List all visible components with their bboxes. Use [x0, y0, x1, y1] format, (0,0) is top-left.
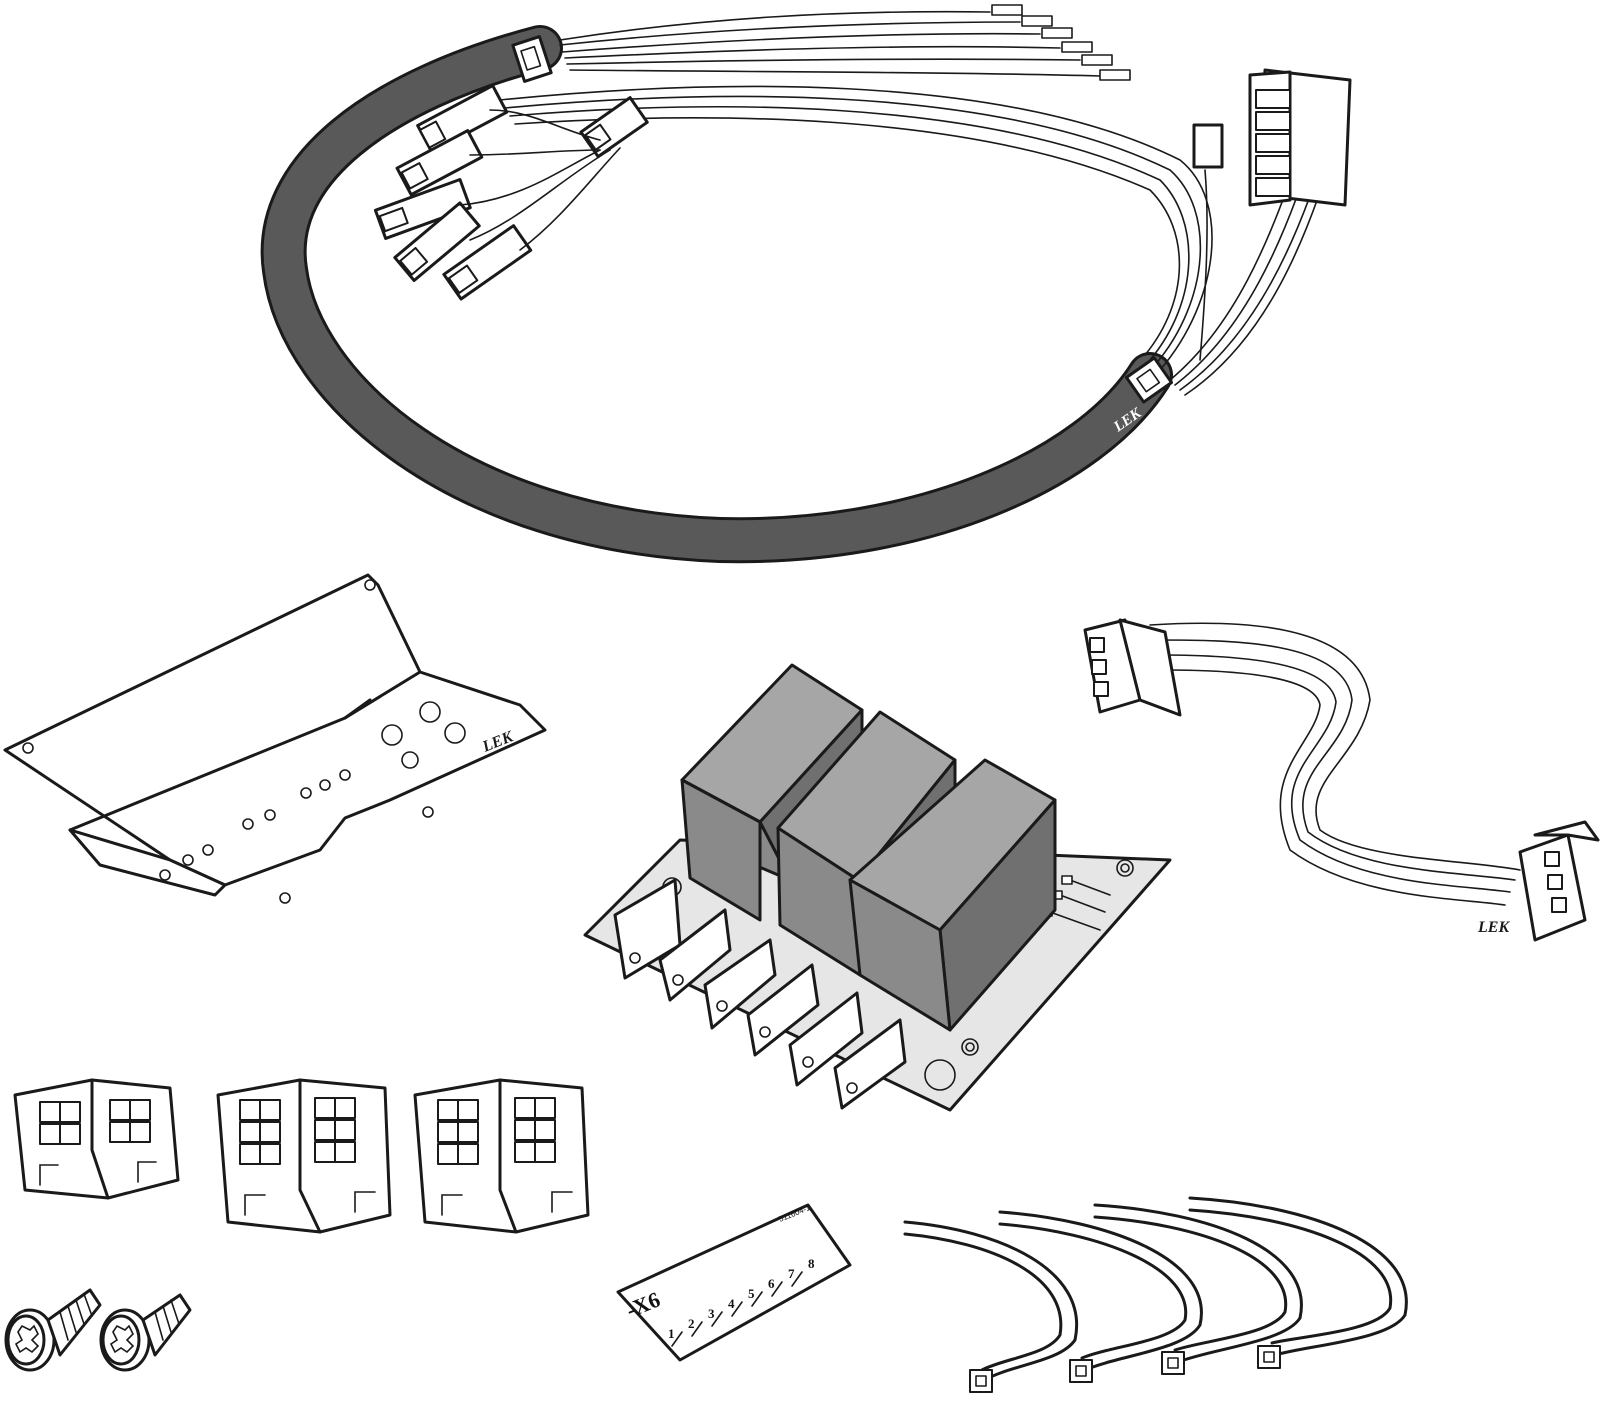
ribbon-connector-right — [1518, 820, 1600, 942]
harness-clamp-bottom — [1124, 356, 1174, 404]
harness-plugs — [373, 84, 649, 301]
screw-1 — [4, 1288, 102, 1372]
terminal-block-3 — [413, 1078, 590, 1234]
cable-tie-2 — [998, 1210, 1203, 1383]
ribbon-mark: LEK — [1477, 919, 1510, 936]
ribbon-connector-left — [1083, 618, 1182, 717]
cable-ties — [903, 1196, 1408, 1393]
terminal-blocks — [13, 1078, 590, 1234]
screw-2 — [99, 1293, 192, 1372]
terminal-label-number-6: 6 — [768, 1276, 775, 1291]
relay-board — [583, 663, 1172, 1112]
ribbon-cable: LEK — [1083, 618, 1600, 942]
terminal-block-2 — [216, 1078, 392, 1234]
cable-tie-3 — [1093, 1203, 1303, 1375]
terminal-label: -X6 511604-1 1 2 3 4 5 6 7 8 — [616, 1203, 852, 1362]
harness-connector-multi — [1248, 68, 1352, 207]
terminal-label-number-7: 7 — [788, 1266, 795, 1281]
relay-board-terminals — [613, 878, 907, 1110]
cable-tie-4 — [1188, 1196, 1408, 1369]
terminal-label-number-2: 2 — [688, 1316, 695, 1331]
harness-sleeve — [263, 28, 1170, 561]
terminal-label-number-3: 3 — [708, 1306, 715, 1321]
wiring-harness: LEK — [260, 4, 1352, 564]
mounting-bracket: LEK — [3, 573, 547, 904]
terminal-label-number-4: 4 — [728, 1296, 735, 1311]
harness-loose-wires — [559, 4, 1131, 81]
relay-3 — [848, 758, 1057, 1032]
harness-clamp-top — [511, 35, 553, 83]
terminal-label-number-5: 5 — [748, 1286, 755, 1301]
harness-connector-small — [1192, 123, 1224, 169]
terminal-block-1 — [13, 1078, 180, 1200]
screws — [4, 1288, 192, 1372]
terminal-label-number-8: 8 — [808, 1256, 815, 1271]
terminal-label-number-1: 1 — [668, 1326, 675, 1341]
harness-inner-wires — [499, 85, 1351, 396]
cable-tie-1 — [903, 1220, 1079, 1393]
